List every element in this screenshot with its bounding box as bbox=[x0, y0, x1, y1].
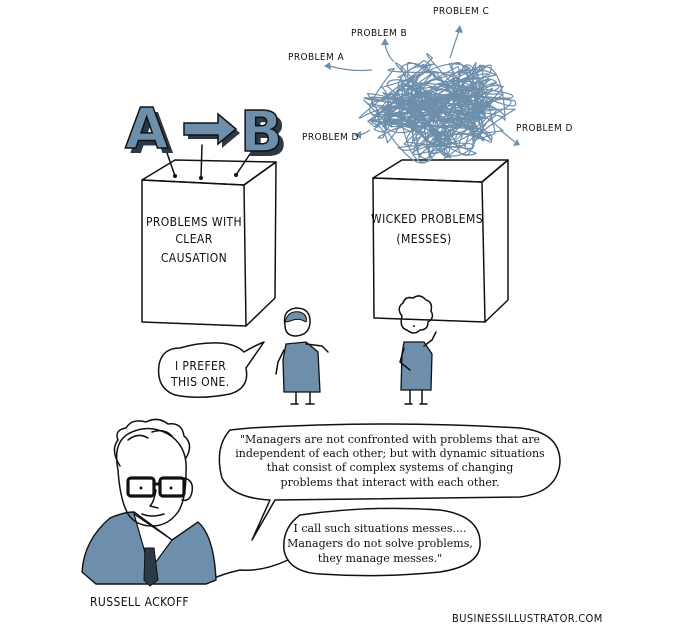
problem-arrows bbox=[324, 25, 520, 146]
tangled-mess-scribble bbox=[358, 53, 517, 164]
problem-d-right-label: PROBLEM D bbox=[516, 123, 573, 134]
left-box-label-1: PROBLEMS WITH bbox=[146, 215, 242, 229]
russell-ackoff-portrait bbox=[81, 418, 217, 587]
portrait-caption: RUSSELL ACKOFF bbox=[90, 595, 189, 609]
left-box-label-2: CLEAR bbox=[175, 232, 212, 246]
quote-2-line-2: Managers do not solve problems, bbox=[287, 537, 473, 550]
quote-bubble-2: I call such situations messes.... Manage… bbox=[209, 507, 481, 581]
person-left bbox=[275, 307, 329, 405]
quote-1-line-2: independent of each other; but with dyna… bbox=[235, 447, 545, 460]
sign-posts bbox=[165, 144, 251, 180]
problem-c-label: PROBLEM C bbox=[433, 6, 489, 17]
quote-bubble-1: "Managers are not confronted with proble… bbox=[218, 423, 561, 541]
credit-text: BUSINESSILLUSTRATOR.COM bbox=[452, 612, 603, 625]
a-to-b-sign: A A B B bbox=[124, 96, 288, 170]
right-box-label-2: (MESSES) bbox=[396, 232, 451, 246]
letter-a: A bbox=[125, 97, 169, 162]
quote-1-line-4: problems that interact with each other. bbox=[281, 476, 500, 489]
problem-d-left-label: PROBLEM D bbox=[302, 132, 359, 143]
left-box-label-3: CAUSATION bbox=[161, 251, 227, 265]
right-arrow-icon bbox=[183, 112, 240, 148]
quote-1-line-3: that consist of complex systems of chang… bbox=[267, 461, 514, 474]
quote-2-line-3: they manage messes." bbox=[318, 552, 442, 565]
quote-2-line-1: I call such situations messes.... bbox=[294, 522, 467, 535]
letter-b-shadow: B bbox=[245, 105, 288, 170]
left-problem-box: PROBLEMS WITH CLEAR CAUSATION bbox=[141, 159, 277, 327]
speech-prefer-line-1: I PREFER bbox=[175, 359, 226, 373]
speech-prefer-line-2: THIS ONE. bbox=[170, 375, 230, 389]
right-box-label-1: WICKED PROBLEMS bbox=[371, 212, 483, 226]
quote-1-line-1: "Managers are not confronted with proble… bbox=[240, 433, 540, 446]
problem-a-label: PROBLEM A bbox=[288, 52, 344, 63]
letter-a-shadow: A bbox=[130, 102, 174, 167]
right-problem-box: WICKED PROBLEMS (MESSES) bbox=[371, 159, 509, 323]
speech-bubble-prefer: I PREFER THIS ONE. bbox=[157, 341, 265, 398]
problem-b-label: PROBLEM B bbox=[351, 28, 407, 39]
person-right bbox=[398, 295, 437, 405]
letter-b: B bbox=[240, 100, 283, 165]
mess-scribble-path bbox=[358, 53, 517, 164]
